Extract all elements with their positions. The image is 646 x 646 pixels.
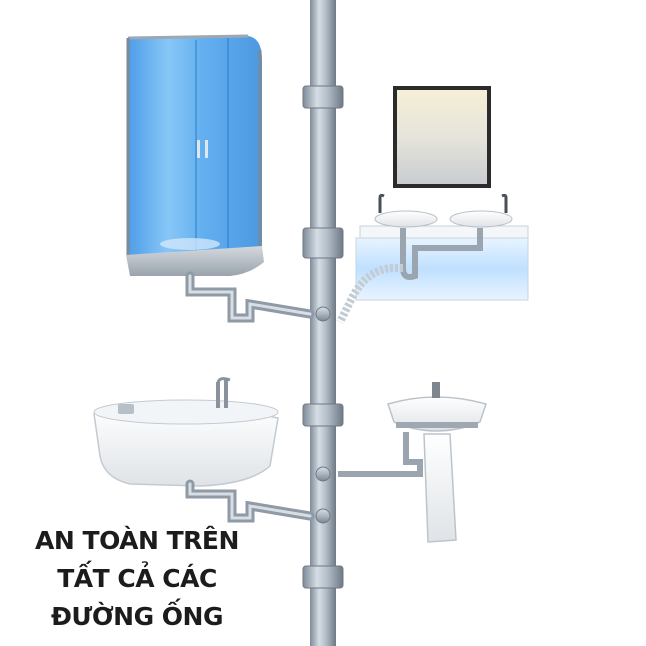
main-drain-pipe bbox=[302, 0, 344, 646]
caption-text: AN TOÀN TRÊN TẤT CẢ CÁC ĐƯỜNG ỐNG bbox=[22, 522, 252, 636]
caption-line-3: ĐƯỜNG ỐNG bbox=[50, 602, 224, 631]
shower-trap-pipe bbox=[185, 271, 315, 323]
shower-cabin bbox=[126, 34, 264, 276]
double-vanity-sink bbox=[336, 193, 529, 324]
pedestal-sink bbox=[338, 382, 487, 543]
bathtub bbox=[93, 377, 279, 487]
bathtub-trap-pipe bbox=[185, 479, 315, 523]
caption-line-2: TẤT CẢ CÁC bbox=[57, 564, 217, 593]
mirror bbox=[393, 86, 491, 188]
caption-line-1: AN TOÀN TRÊN bbox=[35, 526, 239, 555]
pipe-junctions bbox=[315, 306, 331, 524]
